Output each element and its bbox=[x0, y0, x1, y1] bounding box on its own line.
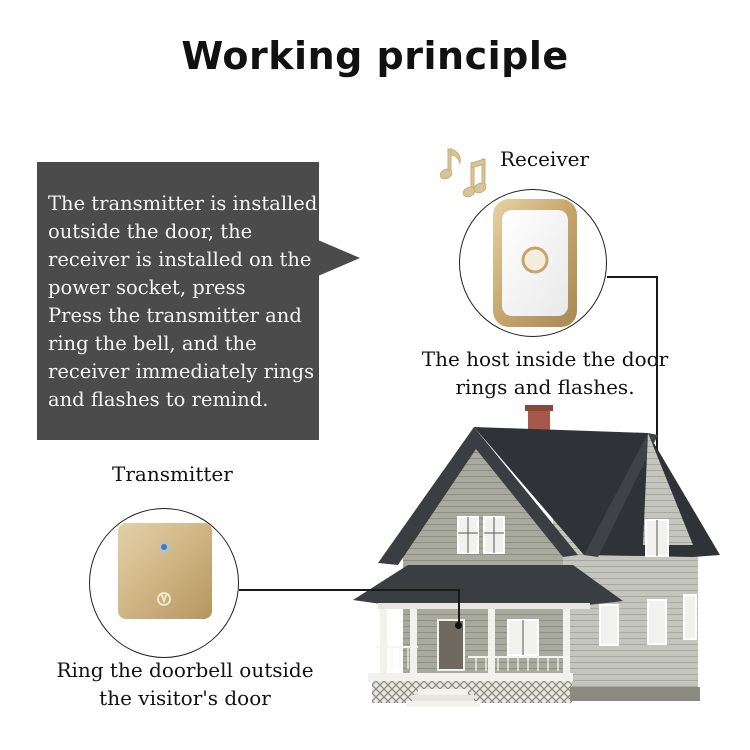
transmitter-connector-vertical bbox=[458, 589, 460, 625]
receiver-device bbox=[493, 199, 577, 327]
description-bubble bbox=[37, 162, 319, 440]
bubble-pointer bbox=[318, 240, 360, 276]
page-title: Working principle bbox=[181, 34, 569, 78]
transmitter-device bbox=[118, 523, 212, 619]
transmitter-label: Transmitter bbox=[112, 462, 233, 486]
transmitter-caption-line: the visitor's door bbox=[99, 686, 271, 710]
description-line: Press the transmitter and bbox=[48, 304, 302, 327]
description-line: The transmitter is installed bbox=[48, 192, 318, 215]
transmitter-connector-dot bbox=[455, 622, 462, 629]
music-notes-icon bbox=[440, 148, 487, 198]
transmitter-caption-line: Ring the doorbell outside bbox=[56, 658, 314, 682]
house-illustration bbox=[353, 405, 720, 707]
transmitter-caption: Ring the doorbell outside the visitor's … bbox=[50, 656, 320, 712]
description-line: receiver is installed on the bbox=[48, 248, 312, 271]
description-line: outside the door, the bbox=[48, 220, 253, 243]
receiver-caption-line: rings and flashes. bbox=[455, 375, 635, 399]
description-text: The transmitter is installed outside the… bbox=[48, 190, 318, 414]
description-line: receiver immediately rings bbox=[48, 360, 315, 383]
receiver-label: Receiver bbox=[500, 147, 590, 171]
receiver-caption-line: The host inside the door bbox=[421, 347, 669, 371]
receiver-caption: The host inside the door rings and flash… bbox=[420, 345, 670, 401]
receiver-connector-horizontal bbox=[607, 276, 657, 278]
description-line: and flashes to remind. bbox=[48, 388, 269, 411]
description-line: power socket, press bbox=[48, 276, 246, 299]
description-line: ring the bell, and the bbox=[48, 332, 257, 355]
transmitter-connector-horizontal bbox=[239, 589, 459, 591]
